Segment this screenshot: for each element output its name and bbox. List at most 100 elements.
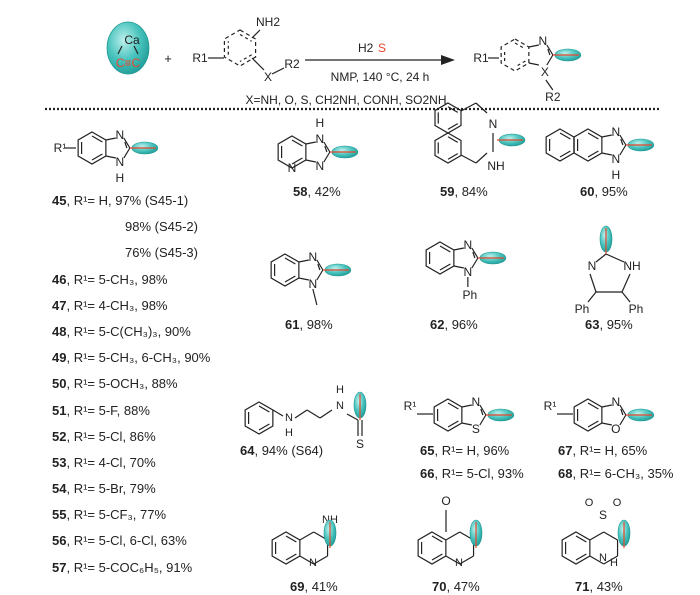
compound-number: 48 bbox=[52, 323, 67, 339]
bond bbox=[547, 48, 551, 56]
bond bbox=[91, 135, 103, 143]
bond bbox=[319, 409, 333, 419]
atom-label: Ph bbox=[575, 302, 590, 316]
compound-yield: , R¹= H, 65% bbox=[572, 443, 648, 458]
ring bbox=[244, 401, 274, 435]
ring bbox=[573, 128, 603, 162]
compound-number: 61 bbox=[285, 317, 300, 332]
bond bbox=[445, 555, 461, 565]
compound-label-69: 69, 41% bbox=[290, 580, 338, 594]
bond bbox=[251, 57, 265, 71]
bond bbox=[431, 535, 443, 543]
bond bbox=[575, 535, 587, 543]
compound-entry: 53, R¹= 4-Cl, 70% bbox=[52, 453, 210, 479]
bond bbox=[239, 54, 252, 63]
bond bbox=[546, 44, 554, 56]
atom-label: R¹ bbox=[54, 141, 67, 155]
compound-entry: 98% (S45-2) bbox=[52, 217, 210, 243]
bond bbox=[528, 44, 539, 48]
bond bbox=[601, 404, 612, 408]
ring bbox=[434, 102, 462, 134]
bond bbox=[514, 60, 526, 68]
bond bbox=[479, 404, 487, 416]
bond bbox=[305, 141, 316, 145]
atom-label: N bbox=[464, 238, 473, 252]
compound-yield: , 95% bbox=[599, 317, 633, 332]
compound-number: 60 bbox=[580, 184, 595, 199]
bond bbox=[447, 420, 459, 428]
atom-label: R¹ bbox=[404, 399, 417, 413]
compound-number: 53 bbox=[52, 454, 67, 470]
bond bbox=[431, 553, 443, 561]
structure-59: NNH bbox=[434, 102, 526, 173]
bond bbox=[439, 263, 451, 271]
atom-label: O bbox=[613, 497, 622, 509]
compound-yield: , 47% bbox=[446, 579, 480, 594]
structure-71: SOONNH bbox=[561, 497, 631, 569]
bond bbox=[587, 402, 599, 410]
bond bbox=[258, 405, 270, 413]
compound-number: 65 bbox=[420, 443, 435, 458]
bond bbox=[471, 247, 479, 259]
bond bbox=[298, 277, 309, 281]
bond bbox=[587, 132, 599, 140]
atom-label: R¹ bbox=[544, 399, 557, 413]
compound-number: 67 bbox=[558, 443, 573, 458]
compound-number: 59 bbox=[440, 184, 455, 199]
compound-yield: , 42% bbox=[307, 184, 341, 199]
structure-69: NHN bbox=[271, 514, 338, 569]
bond bbox=[299, 555, 315, 565]
bond bbox=[620, 138, 624, 146]
bond bbox=[298, 259, 309, 263]
compound-yield: , R¹= 5-Cl, 6-Cl, 63% bbox=[66, 533, 187, 549]
bond bbox=[445, 531, 461, 541]
bond bbox=[601, 152, 612, 156]
atom-label: S bbox=[599, 508, 607, 522]
compound-yield: , R¹= 5-C(CH₃)₃, 90% bbox=[66, 323, 191, 339]
compound-number: 52 bbox=[52, 428, 67, 444]
compound-yield: , R¹= 5-OCH₃, 88% bbox=[66, 376, 178, 392]
compound-number: 58 bbox=[293, 184, 308, 199]
compound-yield: , R¹= 4-Cl, 70% bbox=[66, 454, 156, 470]
compound-yield: , R¹= 4-CH₃, 98% bbox=[66, 297, 168, 313]
compound-number: 66 bbox=[420, 466, 435, 481]
bond bbox=[514, 42, 526, 50]
bond bbox=[91, 153, 103, 161]
bond bbox=[447, 136, 459, 143]
atom-label: N bbox=[588, 259, 597, 273]
bond bbox=[272, 409, 284, 417]
reagent-h2: H2 bbox=[358, 41, 374, 55]
compound-entry: 52, R¹= 5-Cl, 86% bbox=[52, 427, 210, 453]
structure-70: OHN bbox=[417, 494, 483, 569]
atom-label: N bbox=[464, 265, 473, 279]
ring bbox=[77, 131, 107, 165]
bond bbox=[472, 251, 476, 259]
compound-label-65: 65, R¹= H, 96% bbox=[420, 444, 509, 458]
bond bbox=[316, 269, 324, 281]
atom-label: N bbox=[612, 125, 621, 139]
compound-number: 71 bbox=[575, 579, 590, 594]
ring bbox=[434, 132, 462, 164]
bond bbox=[291, 139, 303, 147]
compound-yield: , R¹= 5-Cl, 86% bbox=[66, 428, 156, 444]
bond bbox=[471, 257, 479, 269]
bond bbox=[323, 151, 331, 163]
bond bbox=[323, 141, 331, 153]
compound-label-67: 67, R¹= H, 65% bbox=[558, 444, 647, 458]
ring bbox=[425, 241, 455, 275]
bond bbox=[447, 123, 459, 130]
compound-yield: , 96% bbox=[444, 317, 478, 332]
x-substituent-options: X=NH, O, S, CH2NH, CONH, SO2NH bbox=[245, 93, 446, 107]
bond bbox=[313, 555, 328, 565]
structure-61: NN bbox=[270, 250, 352, 306]
compound-yield: , R¹= 5-COC₆H₅, 91% bbox=[66, 559, 193, 575]
compound-label-63: 63, 95% bbox=[585, 318, 633, 332]
compound-label-61: 61, 98% bbox=[285, 318, 333, 332]
bond bbox=[461, 422, 472, 426]
compound-label-62: 62, 96% bbox=[430, 318, 478, 332]
bond bbox=[575, 553, 587, 561]
